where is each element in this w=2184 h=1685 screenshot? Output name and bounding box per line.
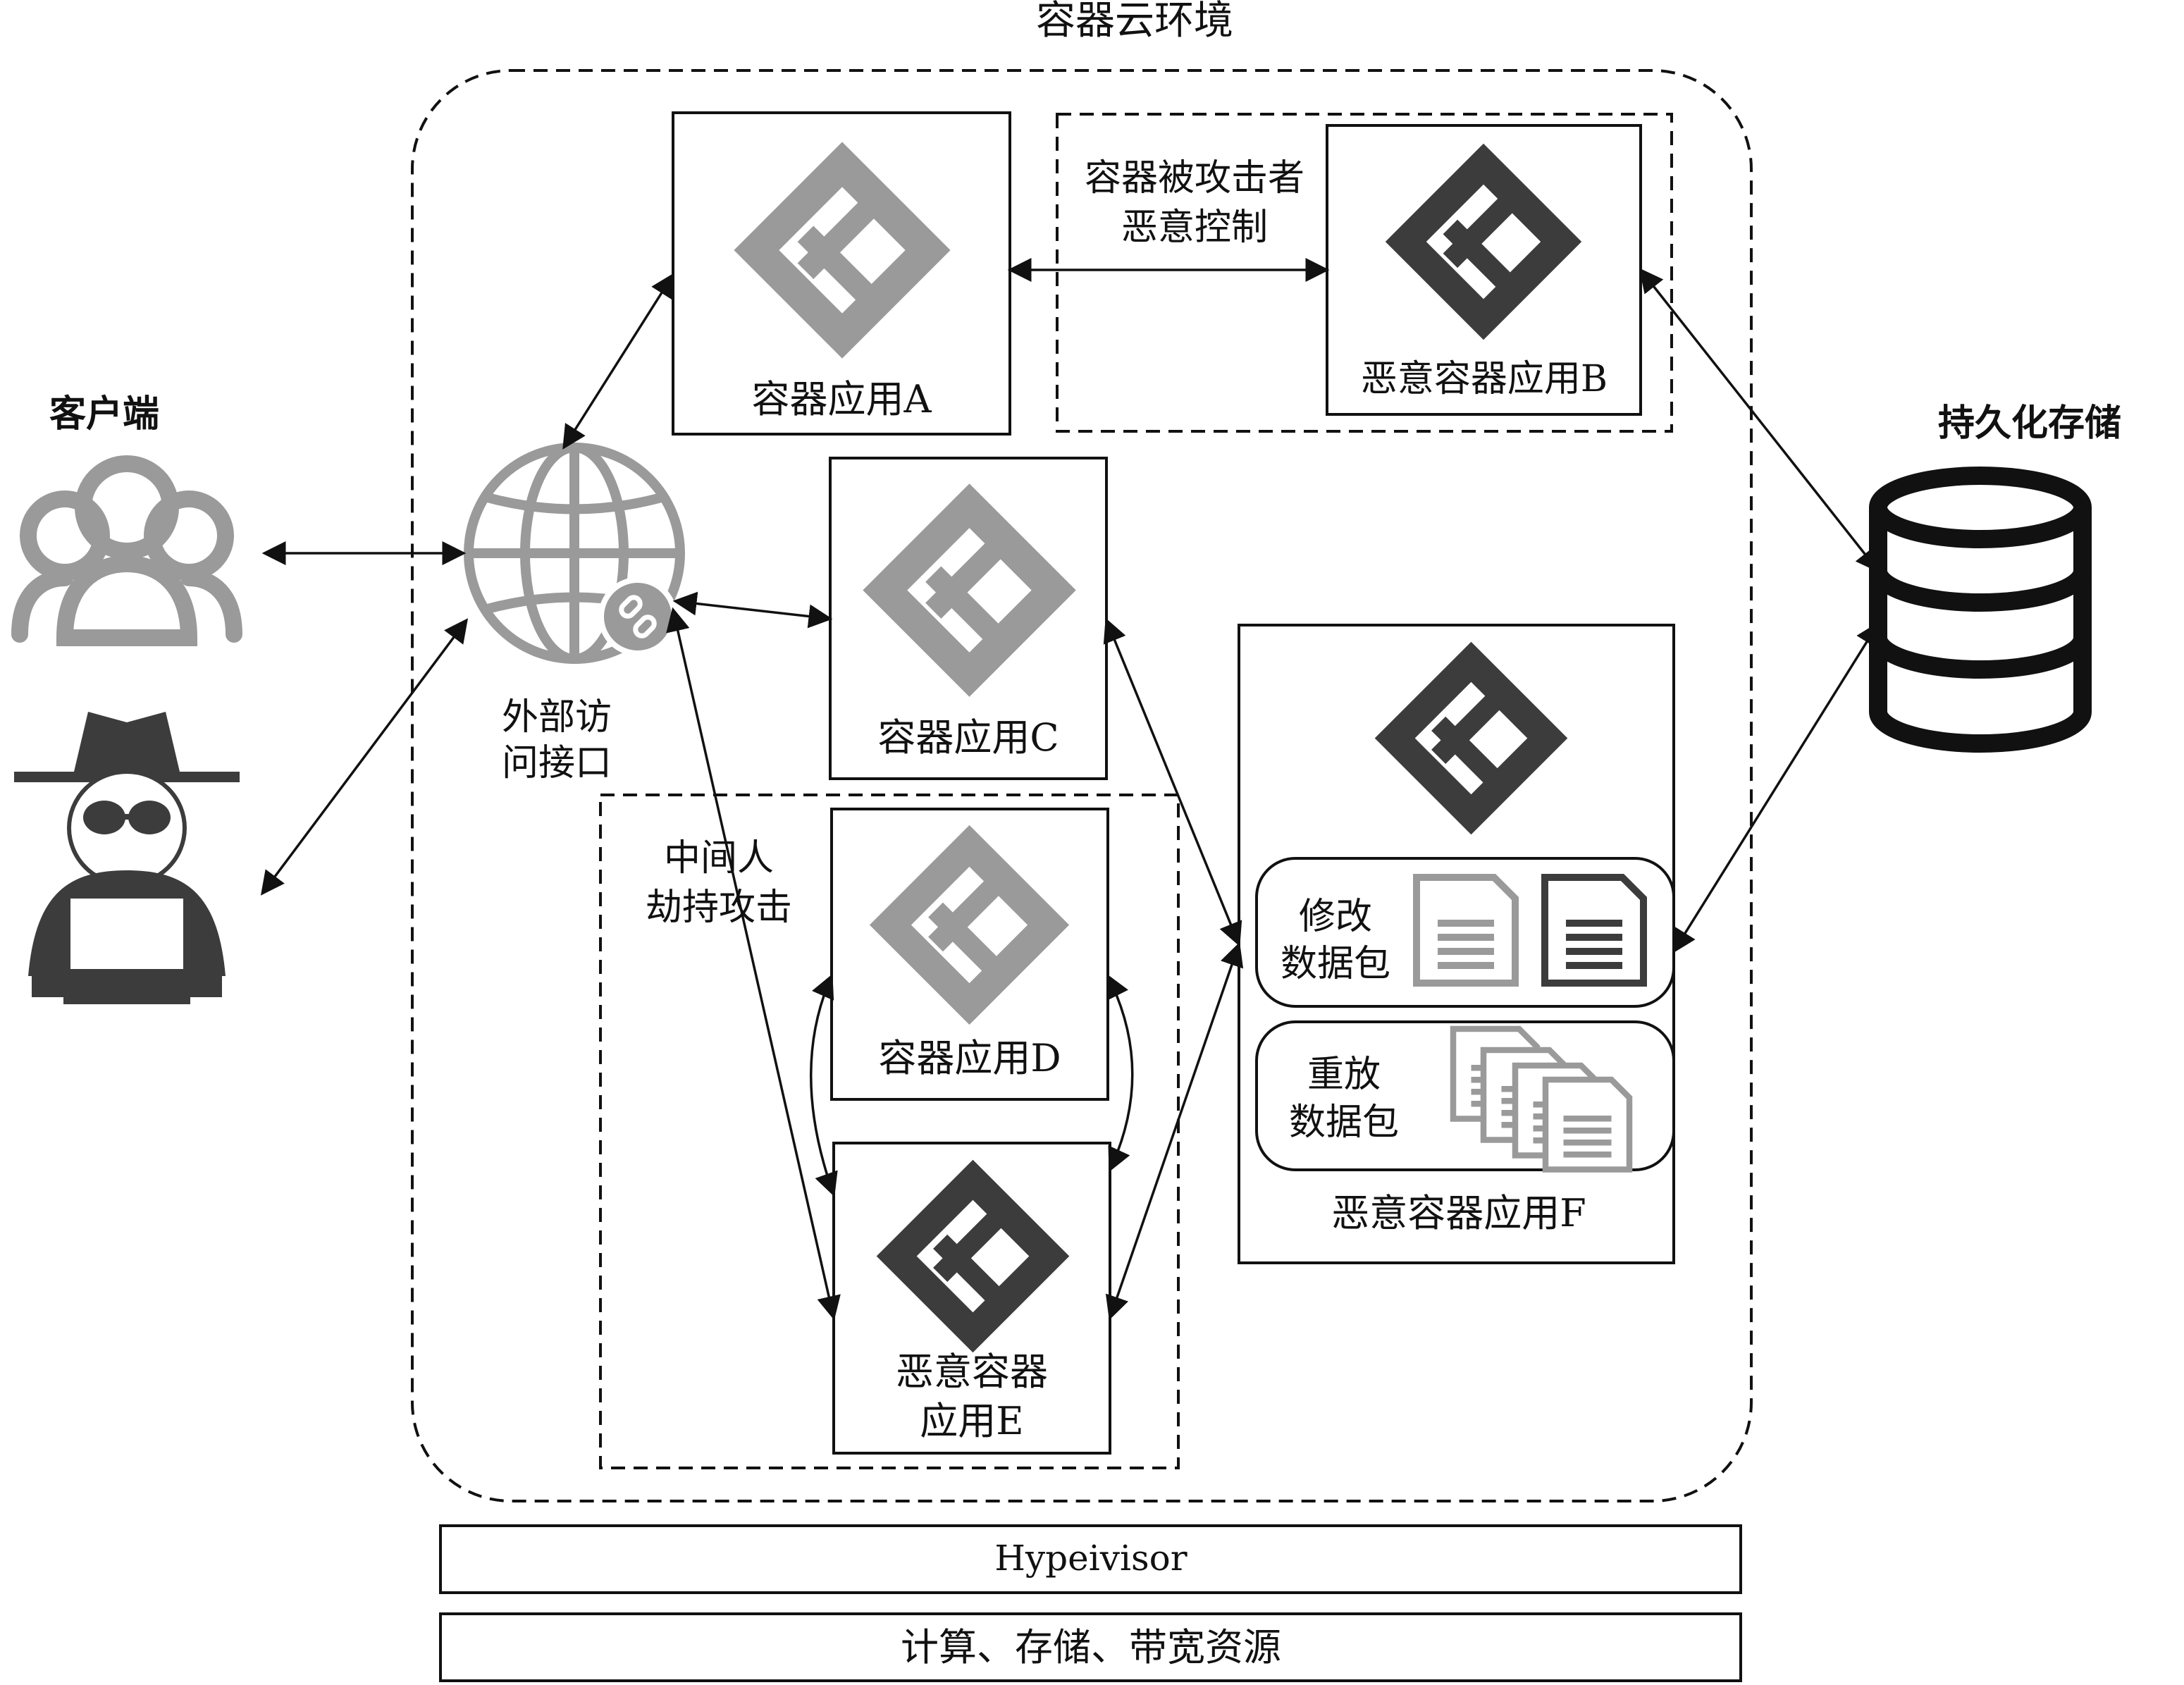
container-e-label-line2: 应用E <box>920 1399 1023 1443</box>
arrow-container-c-f <box>1103 617 1242 947</box>
hijack-annotation-line1: 容器被攻击者 <box>1085 157 1304 199</box>
modify-packet-label-line1: 修改 <box>1299 896 1372 938</box>
container-a-label: 容器应用A <box>752 377 932 421</box>
hypervisor-label: Hypeivisor <box>994 1538 1187 1579</box>
container-e-label-line1: 恶意容器 <box>896 1350 1048 1394</box>
arrow-gateway-container-c <box>672 591 833 629</box>
replay-packet-panel: 重放 数据包 <box>1255 1020 1675 1170</box>
container-app-f: 修改 数据包 重放 数据包 恶意容器应用F <box>1238 624 1675 1264</box>
arrow-container-d-e-right <box>1106 973 1134 1173</box>
hijack-annotation-line2: 恶意控制 <box>1121 206 1268 249</box>
gateway-label-line1: 外部访 <box>502 696 612 739</box>
replay-packet-label-line2: 数据包 <box>1289 1101 1399 1144</box>
arrow-container-d-e-left <box>810 973 838 1197</box>
arrow-gateway-container-a <box>562 273 674 450</box>
arrow-gateway-container-e <box>666 607 841 1321</box>
cloud-environment-boundary <box>411 69 1753 1502</box>
container-f-label: 恶意容器应用F <box>1331 1191 1586 1235</box>
persistent-storage-database-icon <box>1869 467 2092 753</box>
resources-layer: 计算、存储、带宽资源 <box>439 1612 1742 1682</box>
container-c-label: 容器应用C <box>877 715 1059 760</box>
gateway-label-line2: 问接口 <box>502 742 612 784</box>
mitm-annotation-line2: 劫持攻击 <box>646 887 792 929</box>
arrow-container-b-storage <box>1639 268 1880 573</box>
container-b-label: 恶意容器应用B <box>1361 358 1608 400</box>
container-app-e: 恶意容器 应用E <box>832 1142 1111 1455</box>
replayed-packet-icon-4 <box>1546 1080 1629 1170</box>
container-d-label: 容器应用D <box>878 1036 1061 1080</box>
mitm-annotation-line1: 中间人 <box>664 837 774 879</box>
cloud-environment-title: 容器云环境 <box>1036 0 1233 44</box>
container-app-b: 恶意容器应用B <box>1326 124 1642 416</box>
arrow-container-f-storage <box>1672 622 1880 953</box>
attacker-icon <box>14 712 240 1004</box>
modify-packet-panel: 修改 数据包 <box>1255 857 1675 1008</box>
original-packet-icon <box>1417 877 1515 983</box>
storage-label: 持久化存储 <box>1938 402 2121 445</box>
link-icon <box>598 577 677 656</box>
replay-packet-label-line1: 重放 <box>1307 1054 1381 1096</box>
container-app-c: 容器应用C <box>829 457 1108 780</box>
client-label: 客户端 <box>49 393 159 436</box>
container-app-d: 容器应用D <box>830 808 1109 1101</box>
arrow-attacker-gateway <box>260 618 469 896</box>
arrow-container-e-f <box>1105 942 1244 1321</box>
container-app-a: 容器应用A <box>672 111 1011 436</box>
modify-packet-label-line2: 数据包 <box>1281 943 1390 985</box>
resources-label: 计算、存储、带宽资源 <box>901 1625 1281 1669</box>
connection-arrows <box>260 258 1880 1321</box>
hypervisor-layer: Hypeivisor <box>439 1524 1742 1594</box>
client-users-icon <box>11 455 242 646</box>
modified-packet-icon <box>1545 877 1643 983</box>
